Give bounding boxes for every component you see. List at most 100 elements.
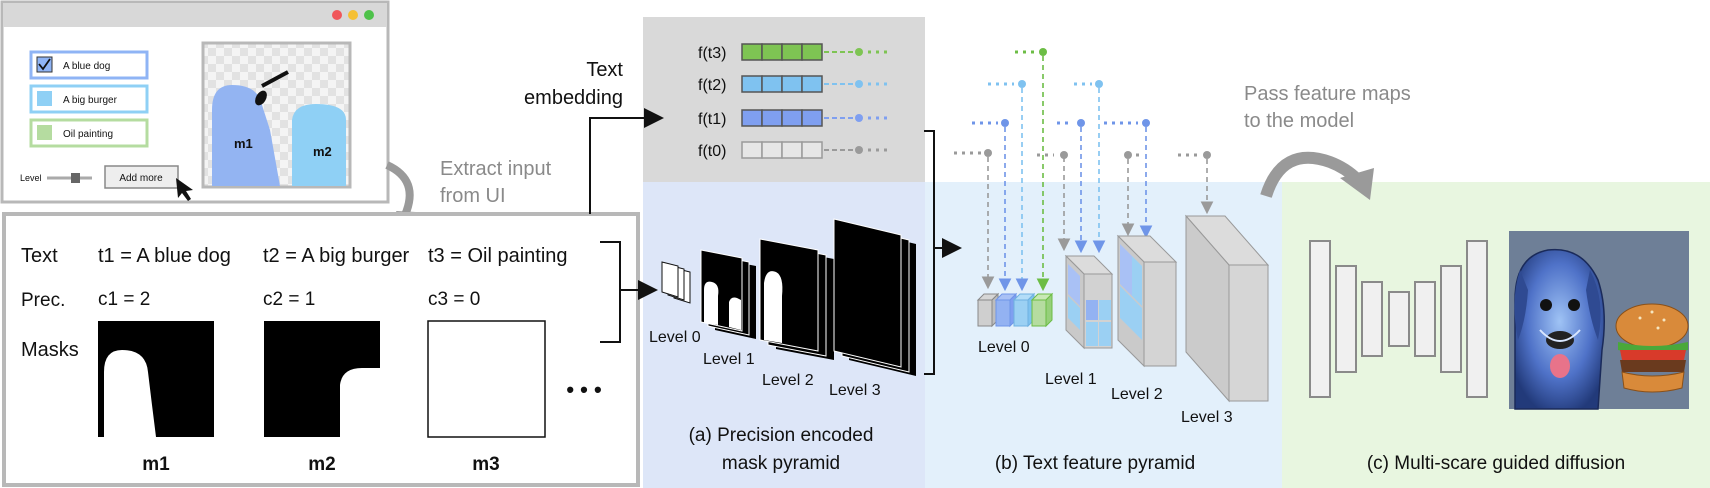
feature-cube-lightblue [1012,292,1036,328]
level-label: Level [20,173,42,183]
text-feature-pyramid: Level 0 Level 1 Level 2 Level 3 (b) Text… [954,48,1270,474]
row-label-prec: Prec. [21,290,65,311]
inputs-bracket [600,241,621,343]
embedding-row: f(t0) [698,141,890,160]
text-prompt-2: t2 = A big burger [263,245,410,267]
add-more-button[interactable]: Add more [104,165,179,189]
canvas-label-m2: m2 [313,144,332,159]
text-embedding-arrow [589,108,664,214]
mask-name-3: m3 [472,454,499,475]
drawing-canvas[interactable]: m1 m2 [201,41,352,189]
diffusion-caption: (c) Multi-scare guided diffusion [1367,453,1625,474]
text-level-2-feature-block [1116,234,1178,368]
mask-pyramid-caption-line1: (a) Precision encoded [689,425,874,446]
embedding-cell [801,43,823,61]
mask-image-m2 [264,321,380,437]
embedding-row: f(t1) [698,109,890,128]
embedding-dot [855,114,863,122]
extract-curved-arrow [385,161,414,217]
embedding-cell [781,75,803,93]
embedding-cell [761,141,783,159]
checkbox-row-oil-painting[interactable]: Oil painting [29,118,149,148]
mask-level-2-stack [759,238,834,360]
embedding-cell [781,43,803,61]
window-minimize-dot [348,10,358,20]
mask-name-1: m1 [142,454,170,475]
embedding-label: f(t1) [698,111,726,128]
mask-pyramid-caption-line2: mask pyramid [722,453,840,474]
text-level-3-feature-block [1184,214,1270,403]
text-level-1-label: Level 1 [1045,371,1097,388]
checkbox-label-2: A big burger [63,95,118,106]
svg-text:Add more: Add more [119,173,163,184]
pyramid-bracket [924,130,935,375]
text-embedding-label-line1: Text [586,59,623,81]
embedding-label: f(t3) [698,45,726,62]
unet-icon [1309,240,1488,398]
feature-cube-gray [976,292,1000,328]
embedding-cell [801,141,823,159]
ui-window: A blue dog A big burger Oil painting Lev… [0,0,390,204]
blue-dog [1514,248,1605,410]
brush-tip [255,90,267,106]
injection-arrows [954,48,1214,292]
checkbox-row-big-burger[interactable]: A big burger [29,84,149,114]
brush-icon [261,70,289,88]
mask-region-m2 [292,104,346,186]
precision-1: c1 = 2 [98,289,150,310]
checkbox-label-3: Oil painting [63,129,113,140]
extract-label-line1: Extract input [440,158,552,180]
row-label-masks: Masks [21,339,79,361]
embedding-cell [761,109,783,127]
text-level-0-label: Level 0 [978,339,1030,356]
feature-cube-blue [994,292,1018,328]
level-slider-handle[interactable] [71,173,80,183]
embedding-cell [781,109,803,127]
embedding-cell [801,75,823,93]
checkbox-row-blue-dog[interactable]: A blue dog [29,50,149,80]
embedding-label: f(t0) [698,143,726,160]
mouse-cursor-icon [176,178,193,201]
mask-pyramid: Level 0 Level 1 Level 2 Level 3 (a) Prec… [649,218,916,474]
checkbox-icon [37,91,52,106]
embedding-row: f(t2) [698,75,890,94]
more-ellipsis: • • • [566,377,601,402]
pass-label-line2: to the model [1244,110,1354,132]
embedding-row: f(t3) [698,43,890,62]
mask-level-0-stack [661,261,691,304]
embedding-cell [801,109,823,127]
inputs-box: Text Prec. Masks t1 = A blue dog t2 = A … [2,212,640,487]
embedding-cell [761,75,783,93]
embedding-cell [741,43,763,61]
mask-level-3-stack [833,218,916,376]
mask-level-1-stack [700,249,756,339]
text-level-1-feature-block [1064,254,1114,350]
mask-name-2: m2 [308,454,335,475]
mask-image-m3 [427,320,546,438]
generated-image [1509,231,1689,410]
embedding-dot [855,146,863,154]
diffusion-panel: (c) Multi-scare guided diffusion [1309,231,1689,474]
text-prompt-3: t3 = Oil painting [428,245,568,267]
feature-cube-green [1030,292,1054,328]
mask-level-1-label: Level 1 [703,351,755,368]
text-embedding-label-line2: embedding [524,87,623,109]
text-level-3-label: Level 3 [1181,409,1233,426]
mask-level-0-label: Level 0 [649,329,701,346]
extract-label-line2: from UI [440,185,506,207]
window-close-dot [332,10,342,20]
text-level-2-label: Level 2 [1111,386,1163,403]
burger [1615,303,1689,393]
precision-2: c2 = 1 [263,289,315,310]
precision-3: c3 = 0 [428,289,480,310]
embedding-cell [741,141,763,159]
text-pyramid-caption: (b) Text feature pyramid [995,453,1195,474]
embedding-cell [781,141,803,159]
embedding-label: f(t2) [698,77,726,94]
checkbox-label-1: A blue dog [63,61,110,72]
mask-level-3-label: Level 3 [829,382,881,399]
text-level-0-features [976,292,1054,328]
checkmark-icon [38,58,51,71]
pass-label-line1: Pass feature maps [1244,83,1411,105]
